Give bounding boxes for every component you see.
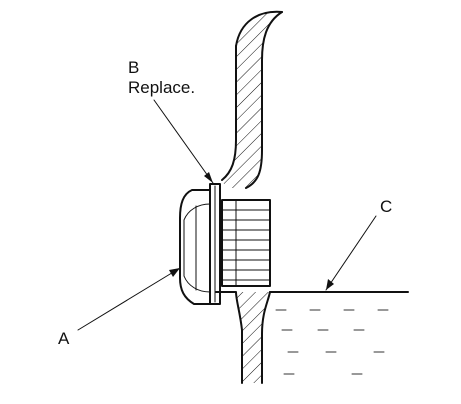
oil-level xyxy=(269,291,409,375)
label-b-note: Replace. xyxy=(128,78,195,97)
label-b-letter: B xyxy=(128,58,139,77)
upper-casing-wall xyxy=(221,10,283,189)
leader-line-c xyxy=(325,215,377,291)
label-a: A xyxy=(58,329,70,348)
leader-line-b xyxy=(153,99,214,184)
plug-threaded-body xyxy=(221,199,271,287)
arrowhead-b xyxy=(204,172,213,183)
arrowhead-a xyxy=(169,268,180,277)
lower-casing-wall xyxy=(215,291,271,384)
label-c: C xyxy=(380,197,392,216)
leader-line-a xyxy=(77,267,181,331)
plug-hex-head xyxy=(179,189,211,305)
sealing-washer xyxy=(209,183,221,305)
arrowhead-c xyxy=(326,279,334,290)
